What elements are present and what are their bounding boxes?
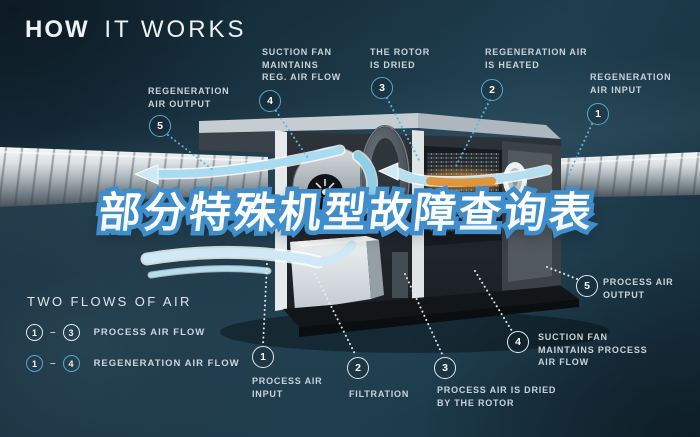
legend-circle-1: 1: [26, 324, 43, 341]
page-title: HOW IT WORKS: [25, 16, 247, 44]
page-title-bold: HOW: [25, 16, 90, 43]
legend-dash-2: –: [50, 358, 56, 369]
badge-reg-2: 2: [481, 79, 503, 101]
callout-air-heated: REGENERATION AIR IS HEATED: [485, 47, 588, 70]
legend-circle-1b: 1: [26, 355, 43, 372]
page-title-light: IT WORKS: [104, 16, 247, 43]
callout-regeneration-air-input: REGENERATION AIR INPUT: [590, 72, 672, 95]
dehumidifier-unit: [199, 113, 610, 353]
callout-suction-fan-process: SUCTION FAN MAINTAINS PROCESS AIR FLOW: [538, 332, 648, 367]
legend-label-process: PROCESS AIR FLOW: [93, 327, 206, 338]
callout-rotor-dried: THE ROTOR IS DRIED: [370, 47, 431, 70]
legend-row-regeneration: 1 – 4 REGENERATION AIR FLOW: [26, 355, 240, 372]
legend-label-regeneration: REGENERATION AIR FLOW: [93, 358, 240, 369]
callout-suction-fan-reg: SUCTION FAN MAINTAINS REG. AIR FLOW: [262, 47, 342, 82]
legend-dash: –: [50, 327, 56, 338]
badge-proc-1: 1: [252, 346, 274, 368]
legend-circle-4: 4: [62, 355, 80, 372]
callout-leader-lines: [167, 97, 593, 357]
right-spiral-duct: [537, 152, 700, 198]
callout-filtration: FILTRATION: [349, 389, 410, 399]
legend-circle-3: 3: [62, 324, 80, 341]
badge-proc-5: 5: [576, 275, 598, 297]
badge-proc-4: 4: [507, 331, 529, 353]
callout-regeneration-air-output: REGENERATION AIR OUTPUT: [148, 86, 230, 109]
air-flow-arrows: [133, 144, 553, 279]
badge-reg-4: 4: [259, 90, 281, 112]
badge-reg-3: 3: [371, 77, 393, 99]
callout-process-air-input: PROCESS AIR INPUT: [252, 376, 323, 399]
left-spiral-duct: [0, 147, 269, 207]
badge-proc-2: 2: [347, 357, 369, 379]
badge-proc-3: 3: [434, 357, 456, 379]
regeneration-heater: [422, 146, 502, 246]
badge-reg-1: 1: [587, 103, 609, 125]
legend-row-process: 1 – 3 PROCESS AIR FLOW: [26, 324, 205, 341]
fan-blades-icon: [312, 179, 338, 205]
badge-reg-5: 5: [149, 115, 171, 137]
callout-process-air-output: PROCESS AIR OUTPUT: [603, 277, 674, 300]
legend-heading: TWO FLOWS OF AIR: [27, 294, 192, 309]
callout-process-air-dried: PROCESS AIR IS DRIED BY THE ROTOR: [437, 385, 557, 408]
